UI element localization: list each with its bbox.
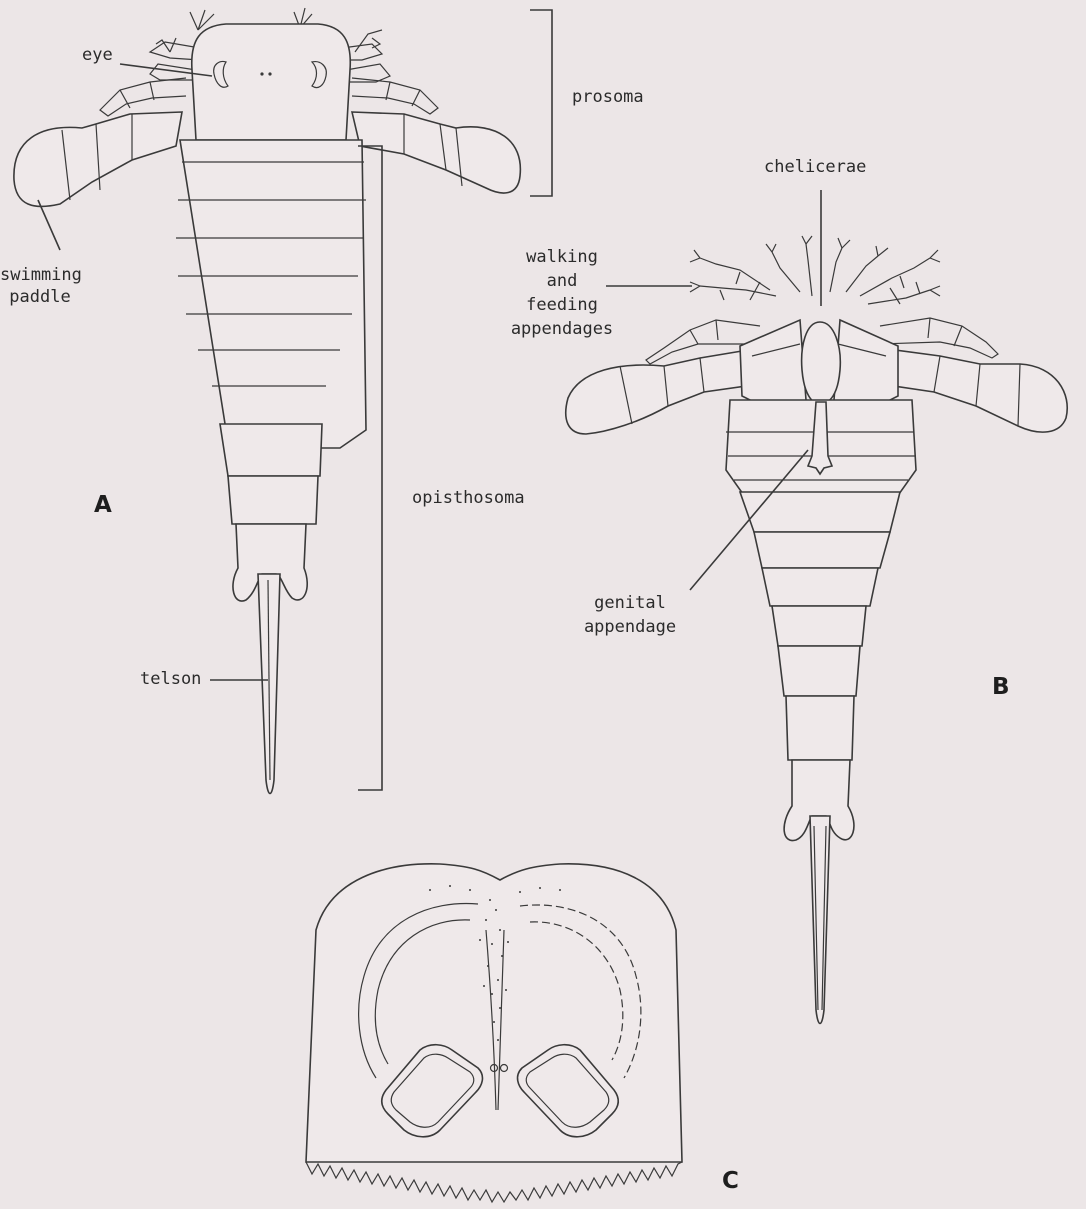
specimen-b-metastoma <box>802 322 841 404</box>
label-genital-line2: appendage <box>560 616 700 638</box>
specimen-b-front-appendages <box>690 236 940 304</box>
specimen-a-dorsal-drawing <box>14 8 520 794</box>
prosoma-bracket <box>530 10 552 196</box>
label-telson: telson <box>140 668 201 690</box>
specimen-c-carapace-drawing <box>306 864 682 1202</box>
panel-label-a: A <box>94 492 112 518</box>
label-swimming-paddle-line2: paddle <box>0 286 80 308</box>
specimen-c-serrated-margin <box>306 1162 682 1202</box>
label-opisthosoma: opisthosoma <box>412 487 525 509</box>
label-swimming-paddle-line1: swimming <box>0 264 80 286</box>
specimen-a-opisthosoma-segments <box>176 140 366 601</box>
label-chelicerae: chelicerae <box>764 156 866 178</box>
label-walking-line1: walking <box>492 246 632 268</box>
specimen-a-right-paddle <box>352 112 520 193</box>
specimen-a-prosoma-shield <box>192 24 351 140</box>
label-eye: eye <box>82 44 113 66</box>
label-walking-line2: and <box>492 270 632 292</box>
label-genital-line1: genital <box>560 592 700 614</box>
panel-label-c: C <box>722 1168 739 1194</box>
specimen-a-left-paddle <box>14 112 182 206</box>
specimen-b-telson <box>810 816 830 1024</box>
label-walking-line3: feeding <box>492 294 632 316</box>
label-walking-line4: appendages <box>492 318 632 340</box>
panel-label-b: B <box>992 674 1010 700</box>
label-prosoma: prosoma <box>572 86 644 108</box>
